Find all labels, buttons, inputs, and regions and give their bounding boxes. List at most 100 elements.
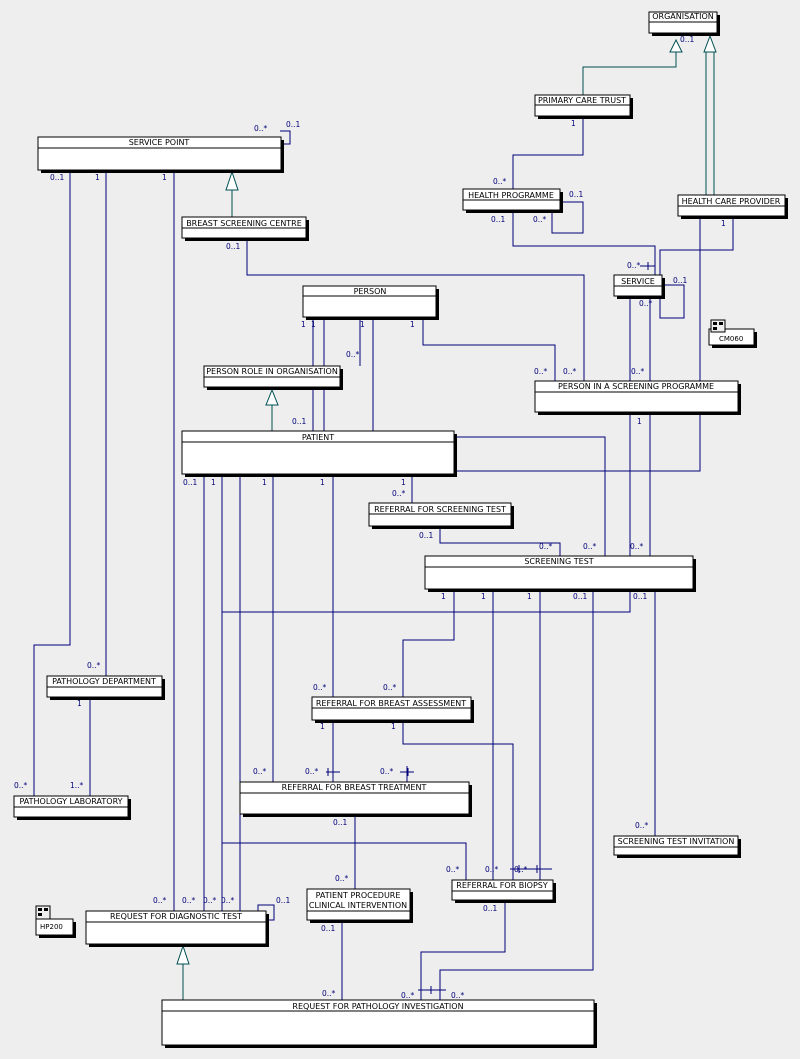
assoc-health-programme-self[interactable]: [551, 201, 584, 234]
multiplicity: 1: [311, 320, 316, 329]
class-referral-for-screening-test[interactable]: REFERRAL FOR SCREENING TEST: [368, 502, 514, 529]
class-screening-test[interactable]: SCREENING TEST: [424, 555, 696, 592]
multiplicity: 1: [410, 320, 415, 329]
multiplicity: 0..1: [226, 242, 241, 251]
assoc-person-screening-test[interactable]: [372, 318, 606, 556]
class-service-point[interactable]: SERVICE POINT: [37, 136, 284, 173]
class-referral-for-biopsy[interactable]: REFERRAL FOR BIOPSY: [451, 879, 556, 903]
class-name: SERVICE: [621, 277, 655, 286]
assoc-person-pisp[interactable]: [422, 318, 556, 381]
assoc-screening-test-rfba[interactable]: [402, 590, 455, 697]
multiplicity: 1: [211, 478, 216, 487]
multiplicity: 0..1: [673, 276, 688, 285]
assoc-pct-health-programme[interactable]: [512, 118, 584, 189]
multiplicity: 0..*: [221, 896, 235, 905]
class-name: PATHOLOGY DEPARTMENT: [52, 677, 156, 686]
multiplicity: 1: [637, 417, 642, 426]
class-name: PERSON ROLE IN ORGANISATION: [206, 367, 338, 376]
multiplicity: 1: [721, 219, 726, 228]
gen-pct-organisation[interactable]: [582, 52, 677, 95]
class-person[interactable]: PERSON: [302, 285, 439, 320]
assoc-service-point-self[interactable]: [280, 130, 291, 145]
multiplicity: 0..*: [401, 991, 415, 1000]
class-health-programme[interactable]: HEALTH PROGRAMME: [462, 188, 563, 213]
assoc-rfst-screening-test[interactable]: [439, 528, 561, 556]
class-name: PATHOLOGY LABORATORY: [19, 797, 122, 806]
class-organisation[interactable]: ORGANISATION: [648, 11, 720, 36]
multiplicity: 0..*: [534, 367, 548, 376]
multiplicity: 0..*: [305, 767, 319, 776]
multiplicity: 0..*: [446, 865, 460, 874]
class-primary-care-trust[interactable]: PRIMARY CARE TRUST: [534, 94, 633, 119]
multiplicity: 1: [95, 173, 100, 182]
multiplicity: 0..*: [630, 542, 644, 551]
generalization-arrowhead: [225, 170, 239, 191]
multiplicity: 1: [441, 592, 446, 601]
multiplicity: 1: [571, 119, 576, 128]
assoc-hcp-service[interactable]: [659, 218, 734, 275]
class-health-care-provider[interactable]: HEALTH CARE PROVIDER: [677, 194, 788, 219]
assoc-service-point-pathology-laboratory[interactable]: [33, 170, 71, 796]
multiplicity: 1: [320, 722, 325, 731]
multiplicity: 0..*: [627, 261, 641, 270]
multiplicity: 0..*: [322, 989, 336, 998]
class-name: REFERRAL FOR BREAST ASSESSMENT: [316, 699, 466, 708]
class-name-line2: CLINICAL INTERVENTION: [309, 901, 407, 910]
class-patient[interactable]: PATIENT: [181, 430, 457, 477]
class-name: PRIMARY CARE TRUST: [538, 96, 626, 105]
multiplicity: 0..*: [392, 489, 406, 498]
class-boxes: ORGANISATION PRIMARY CARE TRUST SERVICE …: [13, 11, 788, 1048]
multiplicity: 1: [262, 478, 267, 487]
class-referral-for-breast-assessment[interactable]: REFERRAL FOR BREAST ASSESSMENT: [311, 696, 474, 723]
multiplicity: 0..*: [253, 767, 267, 776]
multiplicity: 0..*: [383, 683, 397, 692]
package-tag-label: CM060: [719, 335, 743, 343]
class-pathology-department[interactable]: PATHOLOGY DEPARTMENT: [46, 675, 165, 700]
class-referral-for-breast-treatment[interactable]: REFERRAL FOR BREAST TREATMENT: [239, 781, 472, 817]
package-tag-cm060[interactable]: CM060: [708, 319, 757, 348]
multiplicity: 0..1: [333, 818, 348, 827]
class-service[interactable]: SERVICE: [613, 274, 665, 299]
multiplicity: 1: [162, 173, 167, 182]
class-request-for-pathology-investigation[interactable]: REQUEST FOR PATHOLOGY INVESTIGATION: [161, 999, 597, 1048]
class-name: ORGANISATION: [652, 12, 713, 21]
class-name: REFERRAL FOR BREAST TREATMENT: [282, 783, 427, 792]
class-person-role-in-organisation[interactable]: PERSON ROLE IN ORGANISATION: [203, 365, 343, 390]
assoc-health-programme-service[interactable]: [512, 211, 656, 275]
class-person-in-a-screening-programme[interactable]: PERSON IN A SCREENING PROGRAMME: [534, 380, 741, 415]
assoc-hcp-request-diagnostic[interactable]: [239, 218, 701, 911]
class-breast-screening-centre[interactable]: BREAST SCREENING CENTRE: [181, 216, 309, 241]
assoc-rfba-rfb[interactable]: [402, 720, 514, 880]
multiplicity: 0..*: [533, 215, 547, 224]
assoc-screening-test-rpi[interactable]: [439, 590, 594, 1000]
multiplicity: 0..*: [631, 367, 645, 376]
class-name: HEALTH CARE PROVIDER: [682, 197, 781, 206]
class-screening-test-invitation[interactable]: SCREENING TEST INVITATION: [613, 835, 741, 858]
multiplicity-labels: 0..1 1 0..* 0..1 0..1 1 1 0..1 0..1 0..*…: [14, 35, 726, 1000]
multiplicity: 1: [320, 478, 325, 487]
multiplicity: 0..1: [183, 478, 198, 487]
multiplicity: 0..1: [292, 417, 307, 426]
class-request-for-diagnostic-test[interactable]: REQUEST FOR DIAGNOSTIC TEST: [85, 910, 269, 947]
multiplicity: 0..*: [153, 896, 167, 905]
class-patient-procedure[interactable]: PATIENT PROCEDURE CLINICAL INTERVENTION: [306, 888, 413, 923]
assoc-bsc-pisp[interactable]: [246, 239, 585, 381]
class-name: SERVICE POINT: [129, 138, 190, 147]
class-name: REQUEST FOR DIAGNOSTIC TEST: [110, 912, 242, 921]
package-icon: [710, 319, 726, 333]
assoc-request-diagnostic-self[interactable]: [257, 904, 275, 921]
class-name-line1: PATIENT PROCEDURE: [316, 891, 401, 900]
class-name: PERSON IN A SCREENING PROGRAMME: [558, 382, 714, 391]
assoc-rfb-rpi[interactable]: [420, 901, 506, 1000]
package-tag-hp200[interactable]: HP200: [35, 905, 76, 938]
multiplicity: 0..1: [491, 215, 506, 224]
multiplicity: 0..*: [451, 991, 465, 1000]
multiplicity: 0..1: [569, 190, 584, 199]
multiplicity: 0..1: [286, 120, 301, 129]
class-name: SCREENING TEST INVITATION: [618, 837, 735, 846]
class-name: PERSON: [354, 287, 387, 296]
multiplicity: 0..*: [14, 781, 28, 790]
class-pathology-laboratory[interactable]: PATHOLOGY LABORATORY: [13, 795, 131, 820]
assoc-service-self[interactable]: [659, 284, 685, 319]
